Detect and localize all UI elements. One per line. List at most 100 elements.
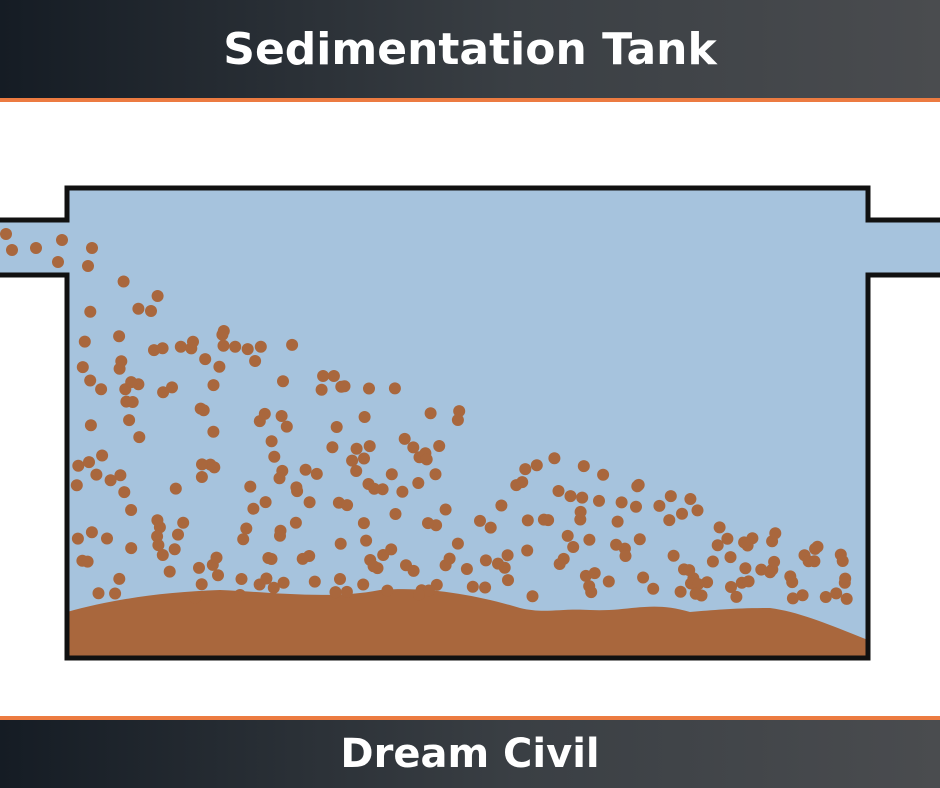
sediment-particle (212, 569, 224, 582)
sediment-particle (90, 468, 103, 481)
sediment-particle (132, 302, 145, 315)
sediment-particle (274, 529, 286, 542)
sediment-particle (692, 578, 705, 591)
sediment-particle (235, 573, 248, 585)
sediment-particle (689, 587, 702, 600)
sediment-particle (265, 435, 278, 448)
sediment-particle (6, 244, 18, 256)
sediment-particle (451, 414, 464, 426)
sediment-particle (561, 529, 574, 542)
sediment-particle (526, 590, 539, 603)
sediment-particle (204, 458, 217, 471)
sediment-particle (407, 441, 420, 454)
sediment-particle (76, 361, 89, 374)
sediment-particle (172, 528, 184, 541)
sediment-particle (840, 592, 853, 605)
sediment-particle (381, 584, 394, 597)
sediment-particle (730, 590, 743, 603)
sediment-particle (577, 460, 590, 473)
sediment-particle (156, 342, 169, 355)
sediment-particle (258, 407, 271, 420)
sediment-particle (195, 471, 208, 483)
sediment-particle (676, 507, 688, 520)
sediment-particle (286, 338, 299, 351)
sediment-particle (156, 549, 169, 561)
sedimentation-tank-diagram (0, 185, 940, 661)
sediment-particle (631, 480, 644, 493)
sediment-particle (151, 290, 164, 302)
sediment-particle (368, 482, 381, 495)
sediment-particle (229, 340, 242, 353)
sediment-particle (52, 256, 64, 268)
sediment-particle (189, 591, 202, 604)
sediment-particle (819, 591, 832, 603)
sediment-particle (385, 543, 398, 556)
sediment-particle (637, 571, 650, 584)
sediment-particle (84, 419, 97, 432)
sediment-particle (691, 504, 704, 517)
sediment-particle (664, 490, 677, 503)
sediment-particle (72, 459, 85, 472)
sediment-particle (389, 508, 402, 520)
sediment-particle (808, 555, 821, 568)
sediment-particle (492, 557, 504, 570)
sediment-particle (769, 527, 782, 540)
sediment-particle (109, 587, 122, 600)
sediment-particle (836, 555, 849, 567)
sediment-particle (674, 585, 687, 598)
sediment-particle (667, 549, 680, 562)
sediment-particle (537, 513, 550, 526)
sediment-particle (521, 544, 534, 557)
sediment-particle (706, 555, 719, 568)
sediment-particle (357, 517, 370, 530)
sediment-particle (334, 573, 346, 585)
sediment-particle (548, 452, 561, 465)
sediment-particle (133, 431, 146, 444)
sediment-particle (453, 405, 466, 418)
footer-banner: Dream Civil (0, 716, 940, 788)
sediment-particle (602, 575, 615, 588)
sediment-particle (495, 499, 508, 512)
sediment-particle (553, 558, 566, 570)
sediment-particle (207, 425, 220, 438)
sediment-particle (334, 537, 347, 550)
sediment-particle (290, 481, 303, 494)
sediment-particle (196, 458, 208, 471)
sediment-particle (296, 552, 309, 565)
sediment-particle (197, 404, 210, 417)
sediment-particle (683, 564, 696, 577)
sediment-particle (564, 490, 577, 503)
sediment-particle (193, 561, 205, 574)
sediment-particle (684, 493, 697, 505)
sediment-particle (83, 456, 95, 469)
sediment-particle (521, 514, 534, 527)
sediment-particle (84, 305, 97, 318)
sediment-particle (115, 355, 128, 368)
sediment-particle (413, 588, 425, 601)
sediment-particle (326, 441, 339, 454)
sediment-particle (113, 572, 126, 585)
sediment-particle (207, 379, 220, 392)
sediment-particle (117, 275, 130, 288)
sediment-particle (663, 514, 676, 527)
sediment-particle (576, 491, 589, 504)
sediment-particle (123, 414, 136, 427)
sediment-particle (784, 570, 797, 583)
sediment-particle (350, 465, 363, 477)
sediment-particle (168, 543, 181, 556)
sediment-particle (187, 335, 199, 348)
sediment-particle (439, 503, 452, 516)
sediment-particle (0, 228, 12, 240)
sediment-particle (126, 396, 139, 408)
sediment-particle (81, 555, 94, 568)
sediment-particle (125, 376, 138, 389)
sediment-particle (125, 504, 138, 516)
sediment-particle (241, 343, 254, 356)
sediment-particle (152, 539, 165, 552)
sediment-particle (398, 432, 411, 445)
sediment-particle (327, 370, 340, 382)
sediment-particle (216, 328, 229, 341)
sediment-particle (742, 575, 755, 588)
sediment-particle (86, 242, 98, 254)
sediment-particle (346, 454, 359, 467)
